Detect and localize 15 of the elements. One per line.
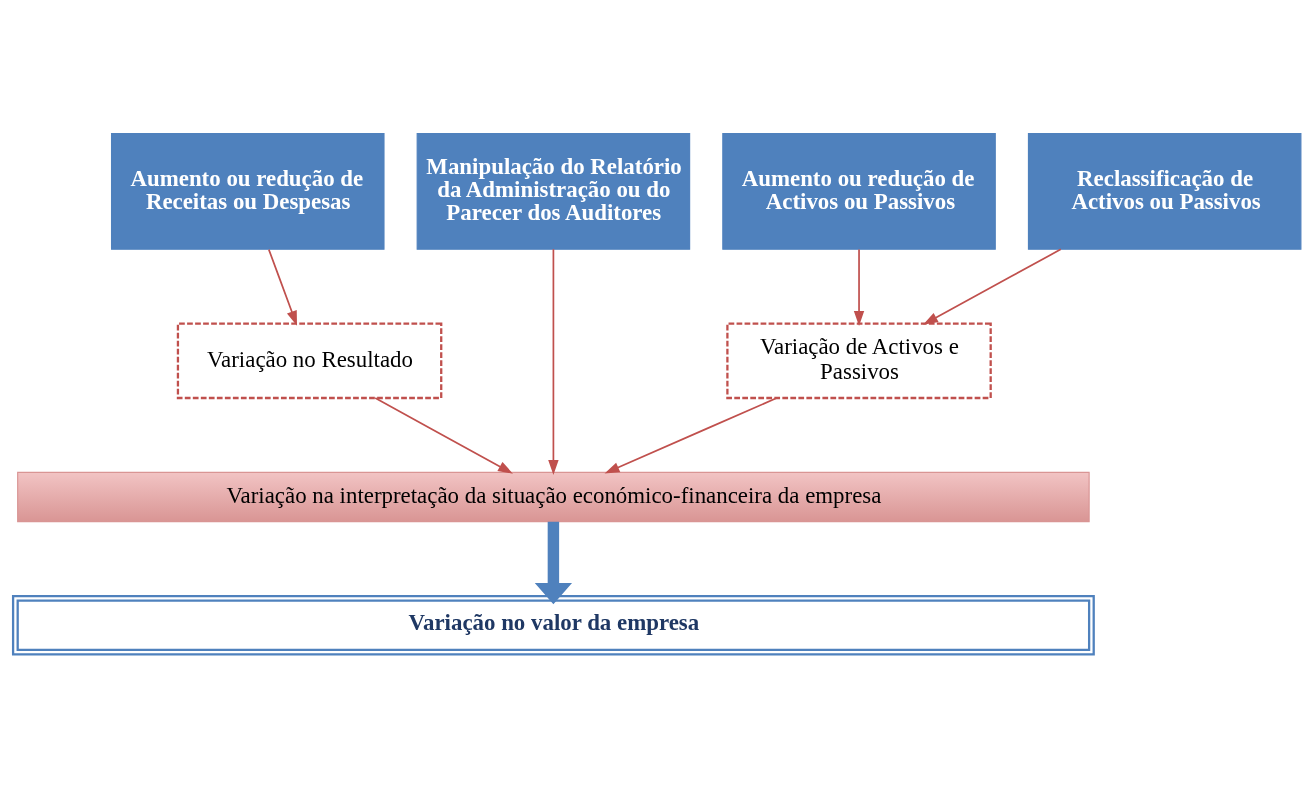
- arrow: [853, 248, 865, 326]
- arrow: [374, 396, 513, 474]
- arrow: [534, 521, 573, 604]
- node-box: Manipulação do Relatório da Administração ou do Parecer dos Auditores: [416, 132, 691, 250]
- node-box: Aumento ou redução de Activos ou Passivos: [722, 132, 996, 250]
- node-box: Variação na interpretação da situação económico-financeira da empresa: [17, 471, 1090, 522]
- arrow: [268, 248, 298, 326]
- node-box: Reclassificação de Activos ou Passivos: [1027, 132, 1302, 250]
- arrow: [548, 247, 559, 475]
- node-box: Variação no valor da empresa: [11, 594, 1095, 656]
- node-box: Variação de Activos e Passivos: [726, 321, 992, 399]
- arrow: [923, 248, 1062, 325]
- node-box: Variação no Resultado: [176, 321, 443, 399]
- arrow: [604, 396, 778, 473]
- node-box: Aumento ou redução de Receitas ou Despesas: [111, 132, 385, 250]
